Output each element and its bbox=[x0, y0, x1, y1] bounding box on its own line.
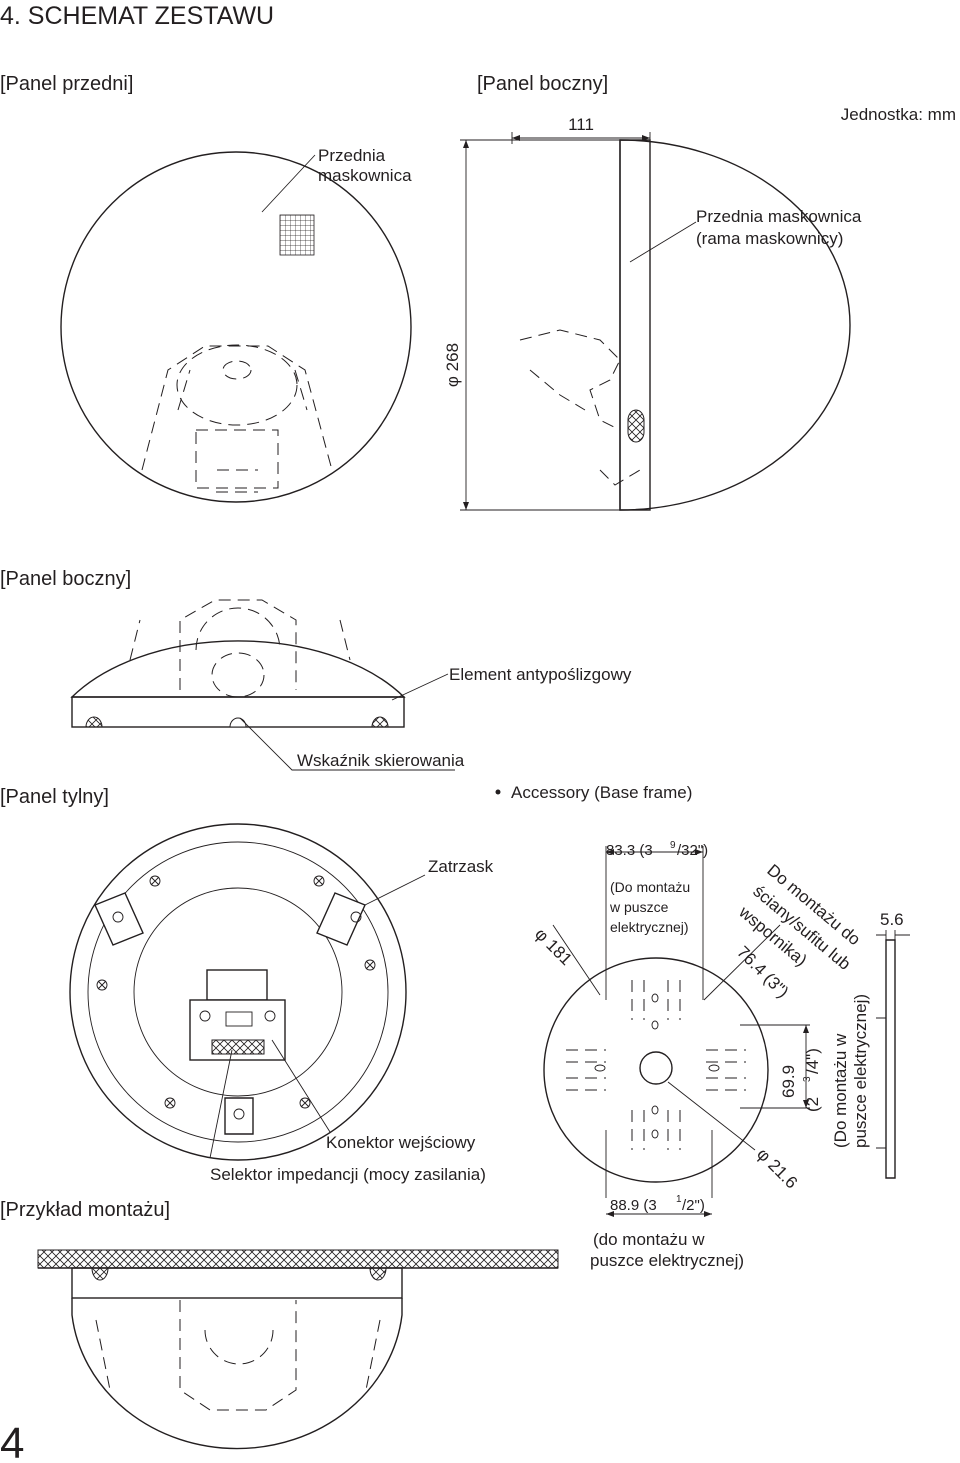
mounted-dome-profile bbox=[71, 1298, 403, 1450]
anti-slip-leader bbox=[391, 673, 449, 701]
dim-88-frac: 1 bbox=[676, 1194, 682, 1205]
side-panel-top-drawing bbox=[460, 132, 851, 511]
label-front-grille-l2: maskownica bbox=[318, 166, 412, 185]
accessory-bullet bbox=[495, 789, 501, 795]
inner-housing-dashed bbox=[141, 345, 333, 471]
dim-69-main: 69.9 bbox=[779, 1065, 798, 1098]
dim-83-den: /32") bbox=[677, 842, 708, 859]
label-input-connector: Konektor wejściowy bbox=[326, 1133, 476, 1152]
box-note-l1: (Do montażu w bbox=[831, 1033, 850, 1148]
dim-diameter: φ 268 bbox=[443, 343, 462, 387]
dim-69-den: /4") bbox=[803, 1048, 822, 1074]
dim-83-main: 83.3 (3 bbox=[606, 842, 653, 859]
label-direction-indicator: Wskaźnik skierowania bbox=[297, 751, 465, 770]
label-front-grille-frame-l1: Przednia maskownica bbox=[696, 207, 862, 226]
input-connector-leader bbox=[271, 1039, 331, 1133]
dim-depth: 111 bbox=[568, 115, 594, 134]
mounting-example-drawing bbox=[37, 1249, 559, 1450]
front-grille-leader bbox=[261, 154, 316, 213]
impedance-selector-switch bbox=[225, 1011, 253, 1027]
mounted-base-ring bbox=[71, 1267, 403, 1299]
dim-88-note-l1: (do montażu w bbox=[593, 1230, 705, 1249]
dome-profile bbox=[619, 139, 851, 511]
rear-outer-ring bbox=[69, 823, 407, 1161]
dim-88-line bbox=[605, 1130, 713, 1215]
box-note-l2: puszce elektrycznej) bbox=[851, 994, 870, 1148]
label-front-grille-l1: Przednia bbox=[318, 146, 386, 165]
label-front-grille-frame-l2: (rama maskownicy) bbox=[696, 229, 843, 248]
latch-bottom bbox=[224, 1097, 254, 1135]
center-hole bbox=[639, 1051, 673, 1085]
latch-leader bbox=[364, 874, 426, 906]
section-accessory: Accessory (Base frame) bbox=[511, 783, 692, 802]
dim-thickness: 5.6 bbox=[880, 910, 904, 929]
page-heading: 4. SCHEMAT ZESTAWU bbox=[0, 2, 274, 30]
section-rear-panel: [Panel tylny] bbox=[0, 786, 109, 808]
dim-thickness-line bbox=[876, 930, 910, 945]
dim-83-line bbox=[605, 846, 704, 1000]
dim-diameter-line bbox=[460, 139, 620, 511]
front-panel-drawing bbox=[60, 151, 412, 503]
section-side-panel-top: [Panel boczny] bbox=[477, 73, 608, 95]
page-number: 4 bbox=[0, 1419, 24, 1463]
base-frame-profile bbox=[885, 939, 896, 1179]
input-connector-block bbox=[211, 1039, 265, 1055]
unit-note: Jednostka: mm bbox=[841, 105, 956, 124]
dim-69-frac: 3 bbox=[802, 1076, 813, 1082]
latch-left bbox=[94, 892, 144, 946]
direction-indicator-bump bbox=[627, 409, 645, 443]
section-side-panel: [Panel boczny] bbox=[0, 568, 131, 590]
dim-21-line bbox=[667, 1081, 756, 1151]
rear-panel-drawing bbox=[69, 823, 426, 1161]
side-panel-drawing bbox=[70, 599, 455, 771]
label-latch: Zatrzask bbox=[428, 857, 494, 876]
dim-83-frac: 9 bbox=[670, 840, 676, 851]
grille-mesh-detail bbox=[279, 214, 315, 256]
dim-83-note-l2: w puszce bbox=[609, 899, 669, 915]
rear-center-ring bbox=[133, 887, 343, 1097]
dim-88-main: 88.9 (3 bbox=[610, 1197, 657, 1214]
label-anti-slip: Element antypoślizgowy bbox=[449, 665, 632, 684]
side-dome-profile bbox=[70, 640, 406, 698]
latch-right bbox=[316, 892, 366, 946]
dim-88-den: /2") bbox=[682, 1197, 705, 1214]
connector-housing bbox=[206, 969, 268, 1001]
base-frame-drawing bbox=[543, 846, 910, 1217]
dim-hole-diameter: φ 21.6 bbox=[753, 1144, 801, 1192]
rear-inner-ring bbox=[87, 841, 389, 1143]
front-grille-circle bbox=[60, 151, 412, 503]
dim-83-note-l1: (Do montażu bbox=[610, 879, 690, 895]
dim-76-line bbox=[703, 924, 781, 1001]
section-mounting-example: [Przykład montażu] bbox=[0, 1199, 170, 1221]
dim-base-diameter: φ 181 bbox=[531, 924, 576, 969]
dim-181-line bbox=[552, 924, 601, 996]
base-frame-circle bbox=[543, 957, 769, 1183]
label-impedance-selector: Selektor impedancji (mocy zasilania) bbox=[210, 1165, 486, 1184]
direction-indicator-leader bbox=[239, 717, 455, 771]
ceiling-hatch bbox=[37, 1249, 559, 1269]
dim-88-note-l2: puszce elektrycznej) bbox=[590, 1251, 744, 1270]
dim-69-sub: (2 bbox=[803, 1097, 822, 1112]
section-front-panel: [Panel przedni] bbox=[0, 73, 133, 95]
impedance-selector-leader bbox=[209, 1049, 233, 1159]
dim-83-note-l3: elektrycznej) bbox=[610, 919, 689, 935]
mounting-flange bbox=[619, 139, 651, 511]
dim-69-line bbox=[740, 1024, 810, 1109]
